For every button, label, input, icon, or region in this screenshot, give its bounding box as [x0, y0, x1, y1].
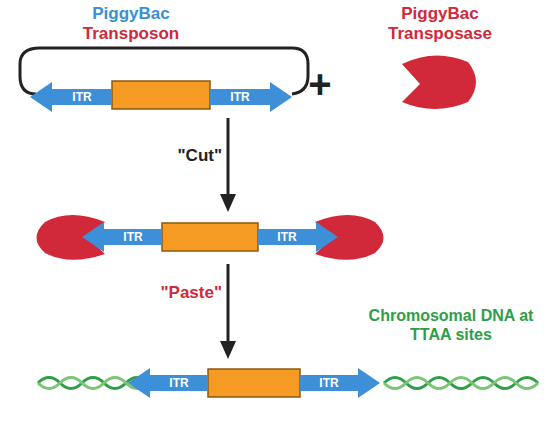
itr-arrow — [210, 82, 292, 112]
arrow-head — [220, 341, 236, 359]
itr-arrow — [300, 368, 380, 398]
transposase-node: PiggyBacTransposase — [380, 2, 500, 114]
cargo-box — [112, 81, 210, 109]
heading-text: PiggyBac — [380, 4, 500, 24]
transposon-plasmid: PiggyBacTransposonITR ITR — [26, 2, 310, 117]
cargo-box — [162, 223, 258, 251]
itr-label: ITR — [104, 222, 162, 252]
itr-node: ITR — [300, 368, 380, 398]
itr-node: ITR — [30, 82, 112, 112]
arrow-head — [220, 194, 236, 212]
heading-text: Transposase — [380, 24, 500, 44]
cargo-box — [208, 369, 300, 397]
itr-arrow-shape — [128, 368, 208, 398]
transposase-shape — [402, 55, 476, 109]
itr-arrow — [258, 222, 338, 252]
itr-arrow-shape — [30, 82, 112, 112]
plus-sign: + — [303, 60, 337, 108]
itr-label: ITR — [52, 82, 112, 112]
itr-node: ITR — [82, 222, 162, 252]
step-label: "Cut" — [150, 146, 222, 166]
itr-node: ITR — [128, 368, 208, 398]
itr-node: ITR — [258, 222, 338, 252]
heading-text: PiggyBac — [56, 4, 206, 24]
itr-arrow-shape — [258, 222, 338, 252]
step-label: "Paste" — [140, 283, 222, 303]
itr-node: ITR — [210, 82, 292, 112]
dna-label: Chromosomal DNA at TTAA sites — [362, 306, 540, 344]
itr-arrow-shape — [300, 368, 380, 398]
itr-arrow — [128, 368, 208, 398]
itr-arrow — [30, 82, 112, 112]
itr-label: ITR — [150, 368, 208, 398]
itr-label: ITR — [258, 222, 316, 252]
step-arrow — [227, 264, 230, 343]
plasmid-backbone — [20, 48, 308, 94]
step-arrow — [227, 118, 230, 196]
itr-label: ITR — [300, 368, 358, 398]
heading-text: Transposon — [56, 24, 206, 44]
itr-label: ITR — [210, 82, 270, 112]
itr-arrow-shape — [210, 82, 292, 112]
itr-arrow — [82, 222, 162, 252]
itr-arrow-shape — [82, 222, 162, 252]
dna-strand — [384, 378, 538, 389]
dna-strand — [384, 378, 538, 389]
